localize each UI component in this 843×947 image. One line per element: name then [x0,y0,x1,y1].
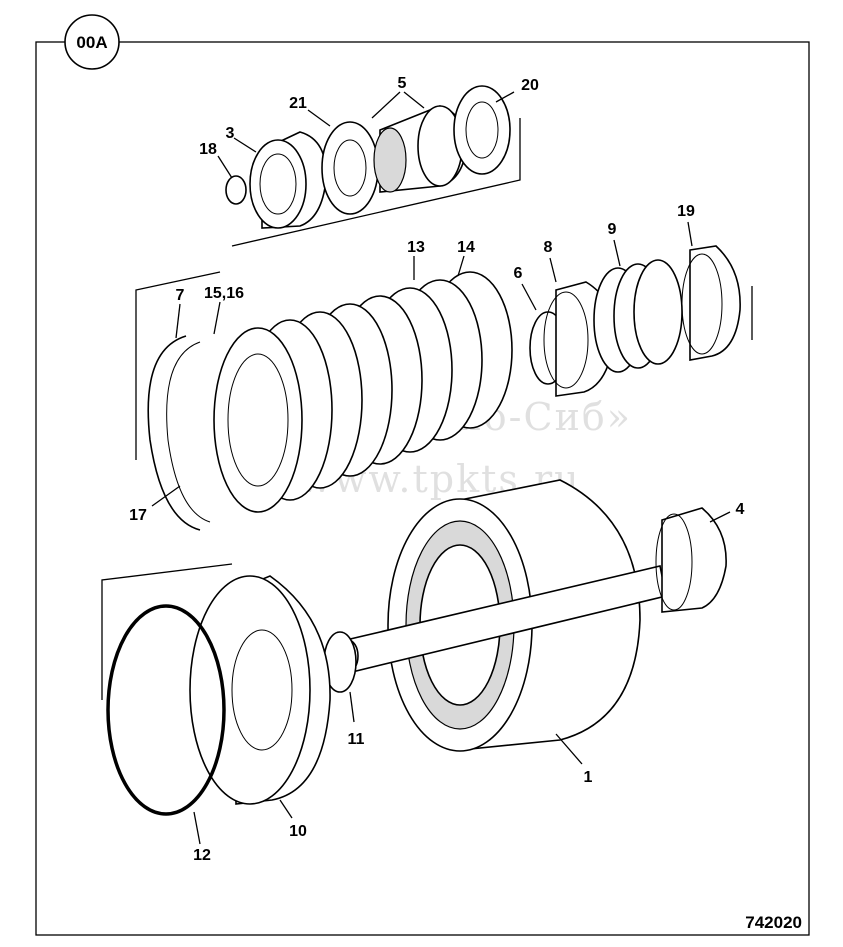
callout-15-16: 15,16 [204,285,244,302]
leader-8 [549,257,557,283]
leader-18 [217,155,233,179]
callout-1: 1 [584,769,593,786]
part-washer-20 [453,85,511,175]
part-bearing-3 [249,131,327,229]
leader-20 [495,91,515,103]
callout-10: 10 [289,823,307,840]
part-bearing-4 [655,507,727,613]
group-bracket-top [231,118,521,247]
callout-9: 9 [608,221,617,238]
callout-17: 17 [129,507,147,524]
callout-13: 13 [407,239,425,256]
leader-4 [709,511,731,523]
leader-1516 [213,301,221,335]
callout-11: 11 [348,731,365,748]
section-badge: 00A [64,14,120,70]
part-circlip-7 [147,335,211,531]
part-piston-10 [189,575,331,805]
leader-5a [371,91,401,119]
diagram-frame [35,41,810,936]
leader-3 [233,137,257,153]
part-snap-ring-18 [225,175,247,205]
callout-18: 18 [199,141,217,158]
leader-7 [175,303,181,339]
callout-7: 7 [176,287,185,304]
leader-21 [307,109,331,127]
part-clutch-disc-stack [213,271,513,513]
part-ring-19 [681,245,741,361]
callout-20: 20 [521,77,539,94]
leader-1 [555,733,583,765]
callout-6: 6 [514,265,523,282]
callout-19: 19 [677,203,695,220]
leader-11 [349,691,355,723]
callout-5: 5 [398,75,407,92]
leader-10 [279,799,293,819]
callout-14: 14 [457,239,475,256]
badge-label: 00A [76,33,107,52]
callout-4: 4 [736,501,745,518]
callout-12: 12 [193,847,211,864]
leader-5b [403,91,425,109]
leader-14 [457,255,465,277]
callout-3: 3 [226,125,235,142]
group-bracket-bottom [101,563,233,700]
reference-number: 742020 [745,913,802,932]
leader-17 [151,485,181,507]
leader-9 [613,239,621,267]
part-o-ring-12 [106,604,226,816]
part-washer-21 [321,121,379,215]
part-spring-9 [593,259,683,373]
leader-6 [521,283,537,311]
callout-21: 21 [289,95,307,112]
leader-19 [687,221,693,247]
group-bracket-mid [135,271,221,460]
callout-8: 8 [544,239,553,256]
part-needle-bearing-5 [373,105,467,193]
leader-12 [193,811,201,845]
